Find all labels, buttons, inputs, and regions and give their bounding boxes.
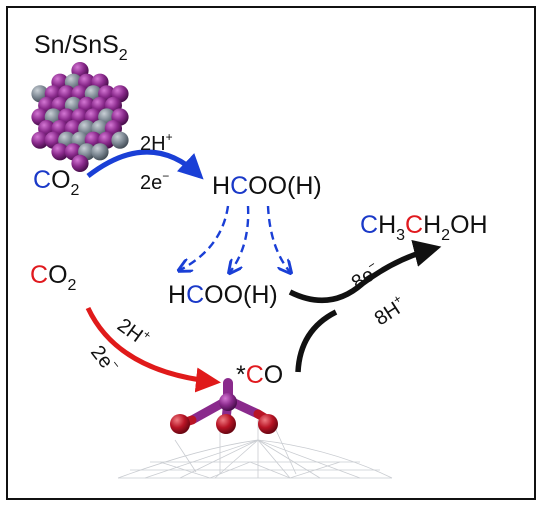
- co2-bottom: CO2: [30, 261, 77, 294]
- co2-top: CO2: [33, 166, 80, 199]
- substrate-mesh: [117, 420, 393, 479]
- cu-atom-middle: [216, 414, 236, 434]
- blue-arrow-bottom-label: 2e−: [140, 169, 169, 194]
- cu-atom-left: [170, 414, 190, 434]
- ethanol-product: CH3CH2OH: [360, 211, 488, 244]
- black-co-arrow: [295, 309, 338, 373]
- hcooh-middle: HCOO(H): [168, 281, 278, 309]
- blue-reaction-arrow: [86, 149, 204, 180]
- red-reaction-arrow: [85, 306, 221, 393]
- hcooh-top: HCOO(H): [212, 172, 322, 200]
- sn-sns2-nanoparticle: [31, 62, 129, 172]
- blue-arrow-top-label: 2H+: [140, 130, 173, 155]
- sn-sphere: [51, 143, 69, 161]
- sn-sphere: [71, 154, 89, 172]
- s-sphere: [91, 143, 109, 161]
- black-merge-arrow: [288, 240, 442, 304]
- black-arrow-bottom-label: 8H+: [369, 291, 410, 330]
- catalyst-label: Sn/SnS2: [34, 31, 128, 64]
- s-sphere: [111, 131, 129, 149]
- sn-atom-center: [219, 393, 237, 411]
- adsorbed-co: *CO: [236, 361, 283, 389]
- figure-frame: [6, 6, 536, 500]
- dashed-arrows: [180, 205, 290, 272]
- cu-atom-right: [258, 414, 278, 434]
- sn-sphere: [31, 131, 49, 149]
